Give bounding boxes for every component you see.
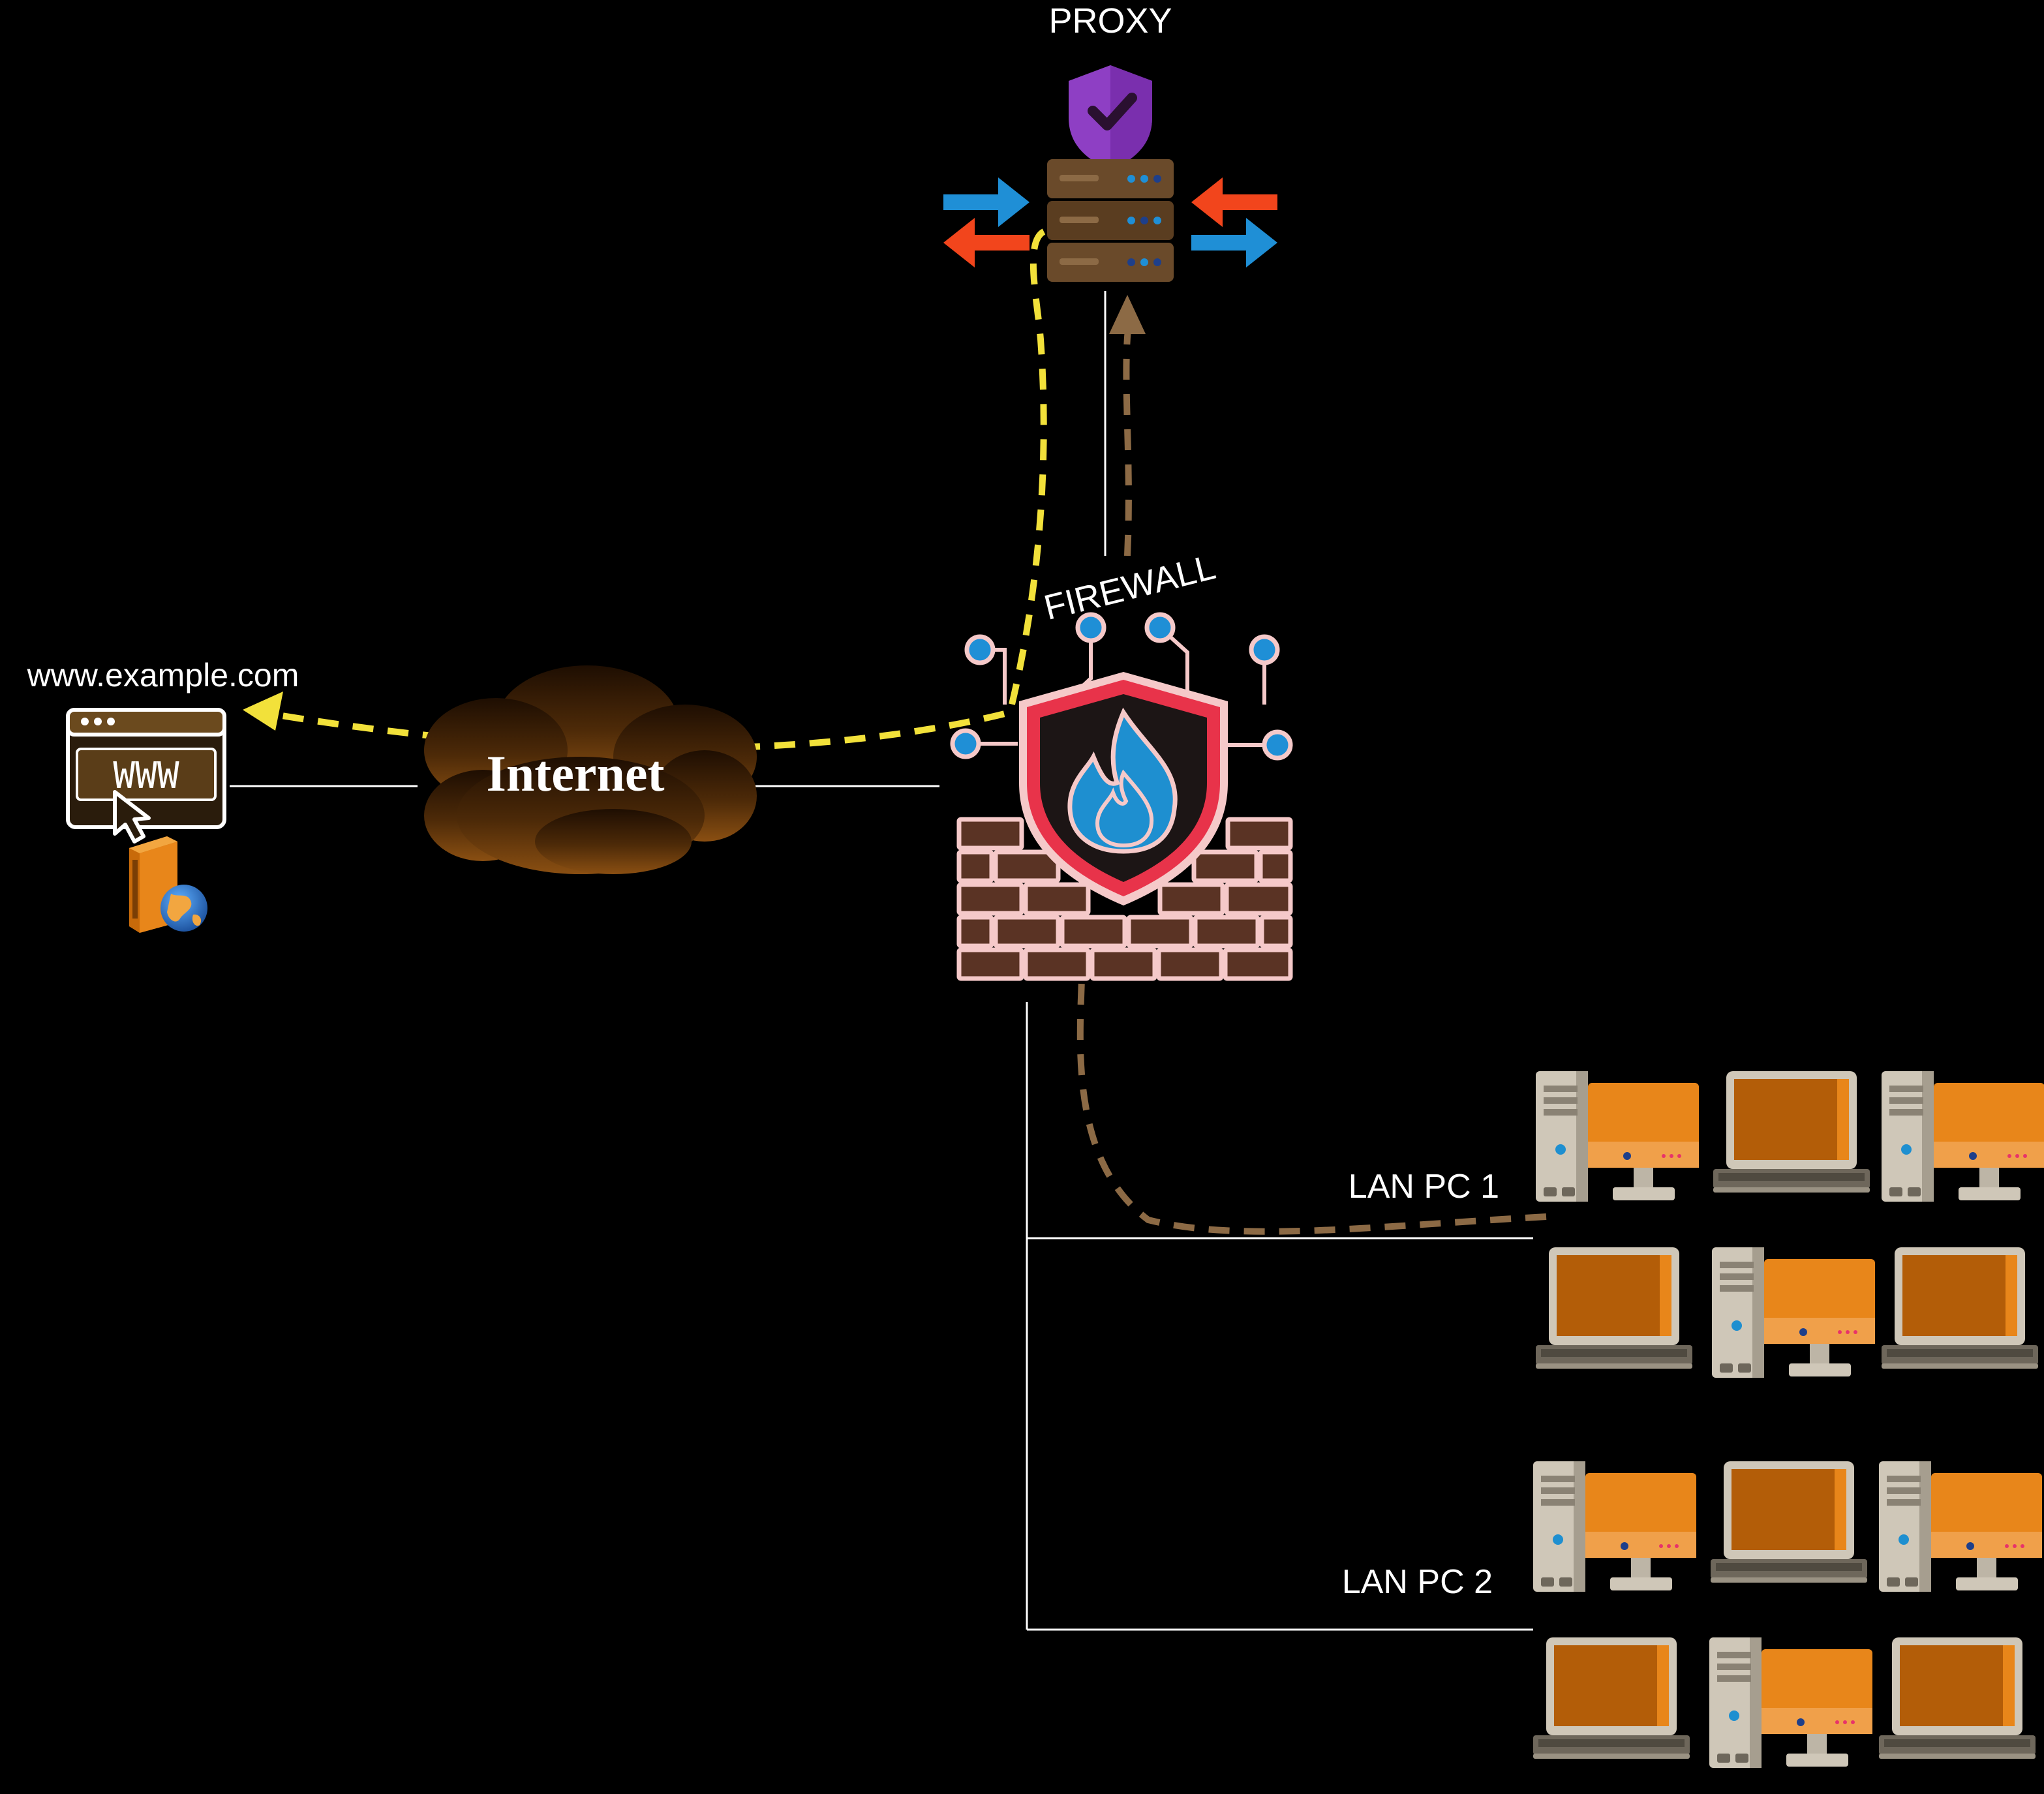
desktop-computer-icon bbox=[1882, 1071, 2044, 1202]
desktop-computer-icon bbox=[1533, 1461, 1696, 1592]
shield-check-icon bbox=[1069, 65, 1152, 171]
laptop-icon bbox=[1879, 1637, 2036, 1759]
firewall-label: FIREWALL bbox=[1040, 547, 1219, 628]
globe-icon bbox=[160, 885, 207, 932]
website-node: www.example.com WWW bbox=[27, 657, 299, 933]
browser-url-text: WWW bbox=[113, 755, 179, 797]
server-icon bbox=[1047, 159, 1174, 282]
lan-pc-group-1 bbox=[1536, 1071, 2044, 1378]
internet-node: Internet bbox=[424, 665, 757, 874]
laptop-icon bbox=[1713, 1071, 1870, 1193]
arrowhead-up-icon bbox=[1109, 295, 1146, 334]
traffic-path-lan-to-proxy bbox=[1076, 322, 1547, 1235]
traffic-path-proxy-to-website bbox=[273, 228, 1047, 752]
lan-pc-1-label: LAN PC 1 bbox=[1349, 1168, 1499, 1206]
exchange-arrows-icon bbox=[943, 177, 1030, 267]
website-label: www.example.com bbox=[27, 657, 299, 693]
laptop-icon bbox=[1533, 1637, 1690, 1759]
lan-pc-group-2 bbox=[1533, 1461, 2042, 1768]
desktop-computer-icon bbox=[1536, 1071, 1699, 1202]
cloud-icon bbox=[424, 665, 757, 874]
laptop-icon bbox=[1536, 1247, 1692, 1369]
browser-window-icon: WWW bbox=[66, 708, 226, 829]
exchange-arrows-icon bbox=[1191, 177, 1277, 267]
arrowhead-left-icon bbox=[243, 692, 283, 731]
laptop-icon bbox=[1711, 1461, 1867, 1583]
proxy-label: PROXY bbox=[1048, 1, 1172, 40]
firewall-icon bbox=[950, 612, 1293, 981]
cursor-icon bbox=[113, 790, 151, 844]
desktop-computer-icon bbox=[1712, 1247, 1875, 1378]
desktop-computer-icon bbox=[1879, 1461, 2042, 1592]
desktop-computer-icon bbox=[1709, 1637, 1872, 1768]
internet-label: Internet bbox=[487, 745, 665, 802]
firewall-node: FIREWALL bbox=[950, 547, 1293, 981]
link-lines bbox=[230, 291, 1533, 1631]
proxy-node: PROXY bbox=[943, 1, 1277, 282]
lan-pc-2-label: LAN PC 2 bbox=[1342, 1563, 1493, 1601]
laptop-icon bbox=[1882, 1247, 2038, 1369]
